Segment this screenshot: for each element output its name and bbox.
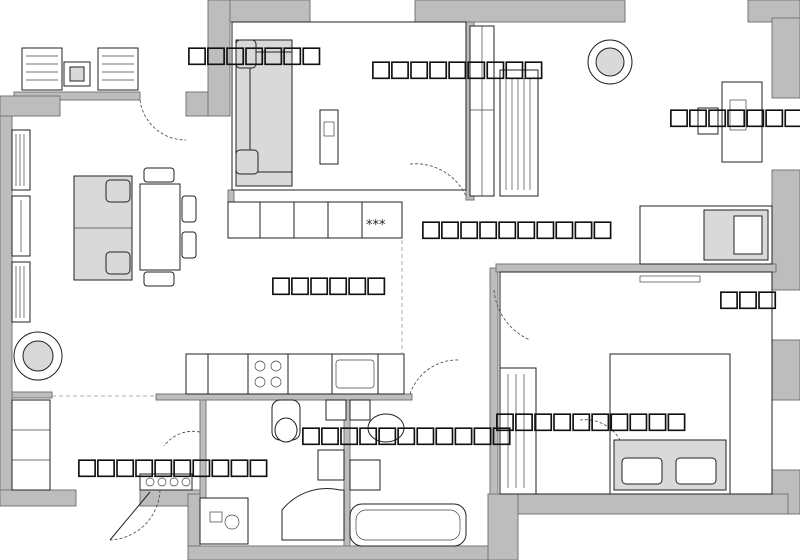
room-label-bedroom-right: □□□□□□□ (670, 99, 800, 134)
stove-symbol: *** (366, 218, 386, 233)
entry-furniture (52, 395, 201, 541)
room-label-bedroom-bottom: □□□□□□□□□□ (496, 403, 687, 438)
room-label-kitchen: □□□□□□ (272, 267, 386, 302)
bedroom-bottom-furniture (499, 271, 773, 495)
room-label-bathroom: □□□□□□□□□□□ (302, 417, 512, 452)
room-label-hall: □□□□□□□□□□ (422, 211, 613, 246)
room-label-living: □□□□□□□□□ (372, 51, 544, 86)
room-label-balcony: □□□□□□□ (188, 37, 321, 72)
living-room-furniture (231, 21, 539, 197)
room-label-storage: □□□□□□□□□□ (78, 449, 269, 484)
balcony-furniture (21, 47, 187, 141)
room-label-small-right: □□□ (720, 281, 777, 316)
kitchen-dining-furniture (11, 129, 197, 491)
room-labels: □□□□□□□ □□□□□□□□□ □□□□□□□ □□□□□□□□□□ □□□… (78, 37, 800, 484)
bedroom-right-furniture (587, 39, 773, 283)
bathroom-fixtures (199, 399, 467, 547)
kitchen-counters: *** (185, 201, 531, 395)
